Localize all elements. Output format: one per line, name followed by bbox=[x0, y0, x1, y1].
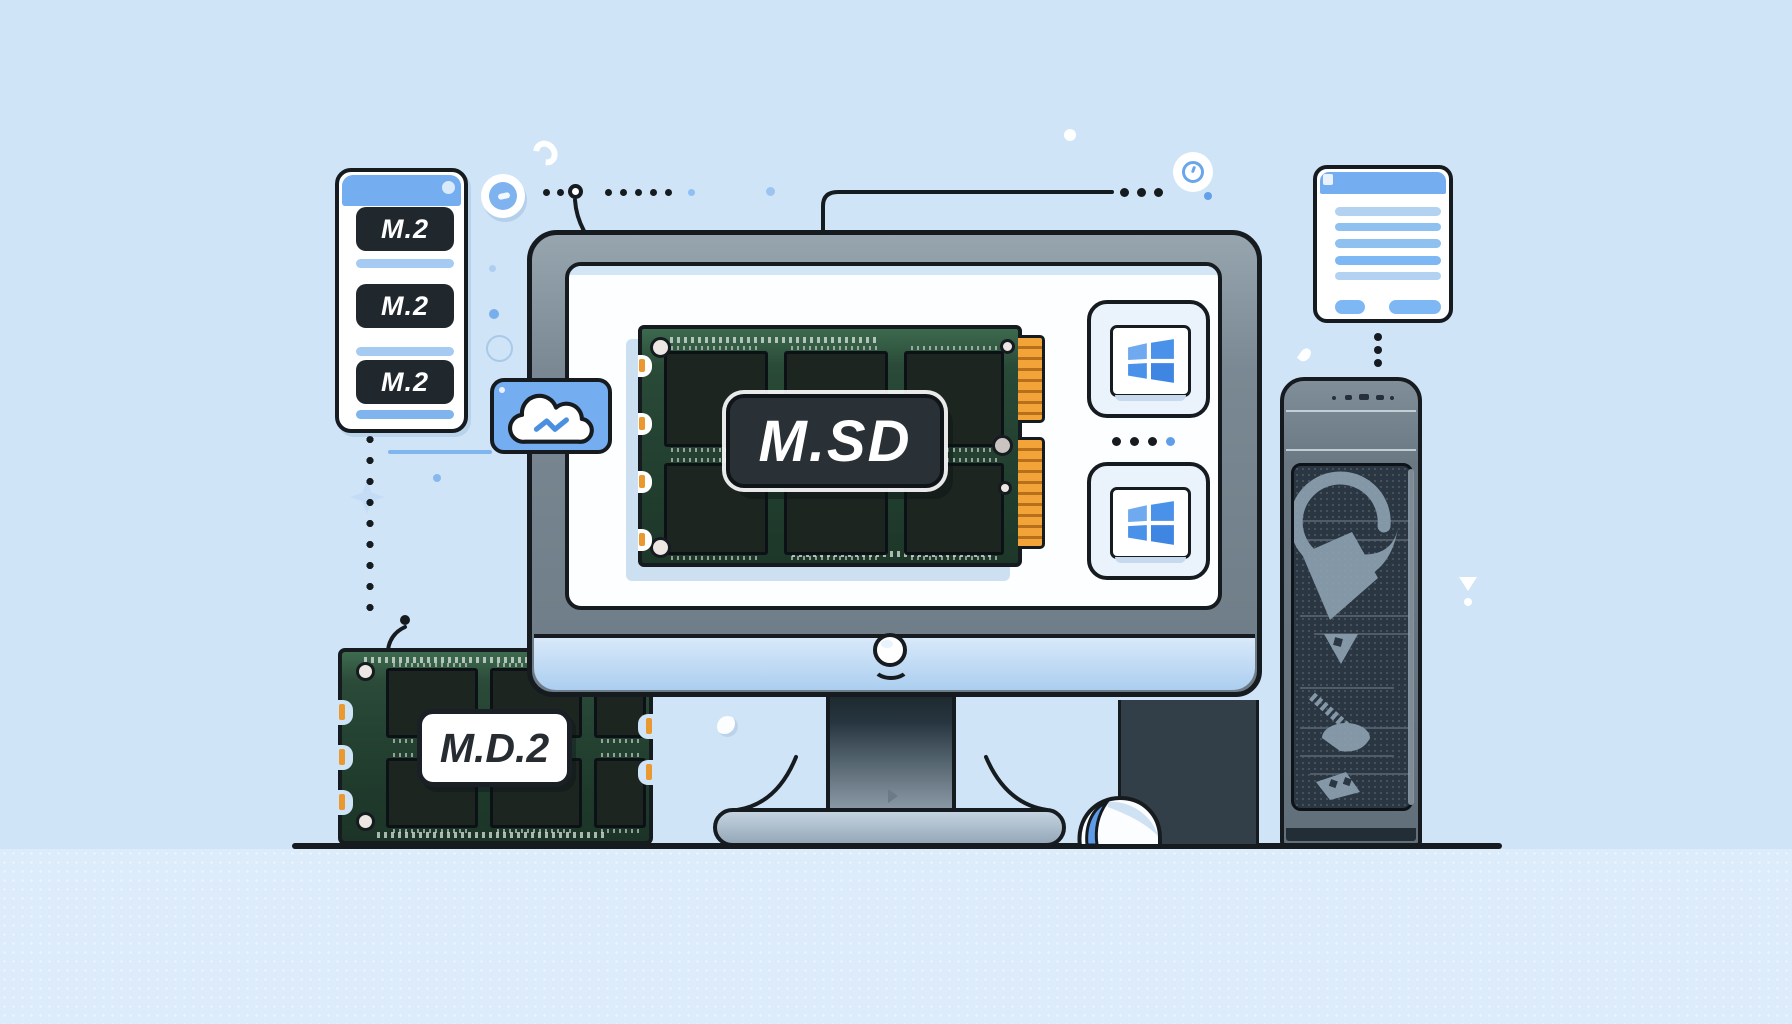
white-dot bbox=[1464, 598, 1472, 606]
document-button bbox=[1389, 300, 1441, 314]
front-port bbox=[1345, 395, 1352, 400]
blue-dot bbox=[766, 187, 775, 196]
screw-hole bbox=[1000, 339, 1015, 354]
tower-foot bbox=[1286, 828, 1416, 841]
floor bbox=[0, 849, 1792, 1024]
dot bbox=[620, 189, 627, 196]
connector-pins bbox=[1018, 437, 1045, 549]
m2-slot-card: M.2 M.2 M.2 bbox=[335, 168, 468, 433]
connector-notch bbox=[638, 413, 652, 435]
dotted-connector bbox=[365, 408, 375, 620]
tower-seam bbox=[1286, 410, 1416, 412]
screw-hole bbox=[650, 337, 671, 358]
document-line bbox=[1335, 256, 1441, 265]
connector-notch bbox=[638, 714, 653, 739]
document-icon bbox=[1313, 165, 1453, 323]
slot-underline bbox=[356, 259, 454, 268]
connector-notch bbox=[338, 745, 353, 770]
windows-logo-icon bbox=[1110, 487, 1191, 563]
connector-notch bbox=[638, 529, 652, 551]
ring-decoration bbox=[486, 335, 513, 362]
document-line bbox=[1335, 223, 1441, 231]
dot bbox=[635, 189, 642, 196]
document-line bbox=[1335, 272, 1441, 280]
mouse-icon bbox=[1077, 796, 1162, 848]
screw-hole bbox=[356, 662, 375, 681]
desk-ssd-label: M.D.2 bbox=[417, 709, 572, 787]
dot bbox=[650, 189, 657, 196]
dotted-separator bbox=[1112, 437, 1175, 446]
connector-notch bbox=[638, 355, 652, 377]
sparkle-triangle-icon bbox=[1459, 577, 1477, 591]
front-port bbox=[1332, 396, 1336, 400]
dot bbox=[605, 189, 612, 196]
droplet-icon bbox=[528, 135, 563, 171]
windows-card bbox=[1087, 462, 1210, 580]
document-line bbox=[1335, 239, 1441, 248]
dot bbox=[1137, 188, 1146, 197]
comma-sparkle-icon bbox=[1296, 346, 1314, 364]
connector-notch bbox=[338, 700, 353, 725]
dot bbox=[1154, 188, 1163, 197]
pcb-microtext bbox=[670, 337, 880, 343]
connector-notch bbox=[338, 790, 353, 815]
tower-seam bbox=[1286, 449, 1416, 451]
tower-mesh-panel bbox=[1289, 463, 1413, 811]
clock-badge-icon bbox=[1173, 152, 1213, 192]
screen-ssd ssd-icon: M.SD bbox=[638, 325, 1045, 567]
dot bbox=[1374, 333, 1382, 341]
connector-notch bbox=[638, 760, 653, 785]
document-header-icon bbox=[1323, 174, 1333, 185]
pcb-microtext bbox=[364, 657, 554, 663]
tower-edge-highlight bbox=[1408, 469, 1414, 805]
windows-card bbox=[1087, 300, 1210, 418]
bubble-icon bbox=[717, 716, 738, 737]
slot-label: M.2 bbox=[356, 360, 454, 404]
memory-chip bbox=[594, 753, 646, 833]
pcb-microtext bbox=[792, 551, 992, 557]
document-button bbox=[1335, 300, 1365, 314]
screw-hole bbox=[356, 812, 375, 831]
slot-card-header bbox=[342, 175, 461, 206]
blue-dot bbox=[433, 474, 441, 482]
tower-logo bbox=[1289, 471, 1410, 800]
blue-dot bbox=[688, 189, 695, 196]
front-port bbox=[1390, 396, 1394, 400]
screw bbox=[992, 435, 1013, 456]
connector-pins bbox=[1018, 335, 1045, 423]
dot bbox=[1374, 346, 1382, 354]
monitor-stand-base bbox=[713, 808, 1066, 847]
slot-underline bbox=[356, 410, 454, 419]
connector-notch bbox=[638, 471, 652, 493]
slot-card-header-dot bbox=[442, 181, 455, 194]
dash-badge-icon bbox=[481, 174, 525, 218]
cloud-icon bbox=[490, 378, 612, 454]
slot-label: M.2 bbox=[356, 284, 454, 328]
white-dot bbox=[1064, 129, 1076, 141]
dot bbox=[557, 189, 564, 196]
blue-dot bbox=[489, 265, 496, 272]
blue-dot bbox=[1204, 192, 1212, 200]
pcb-microtext bbox=[377, 832, 607, 838]
windows-logo-icon bbox=[1110, 325, 1191, 401]
smile-accent bbox=[872, 654, 910, 680]
monitor-stand-neck bbox=[826, 697, 956, 812]
pc-tower-icon bbox=[1280, 377, 1422, 847]
front-port bbox=[1359, 394, 1369, 400]
screw-hole bbox=[650, 537, 671, 558]
blue-dot bbox=[489, 309, 499, 319]
dot bbox=[1120, 188, 1129, 197]
screw-hole bbox=[998, 481, 1012, 495]
slot-label: M.2 bbox=[356, 207, 454, 251]
slot-underline bbox=[356, 347, 454, 356]
dot bbox=[1374, 359, 1382, 367]
hollow-dot bbox=[568, 184, 583, 199]
dot bbox=[543, 189, 550, 196]
dot bbox=[665, 189, 672, 196]
document-header bbox=[1320, 172, 1446, 194]
blue-connector-line bbox=[388, 450, 492, 454]
screen-ssd-label: M.SD bbox=[726, 394, 944, 488]
front-port bbox=[1376, 395, 1384, 400]
document-line bbox=[1335, 207, 1441, 216]
